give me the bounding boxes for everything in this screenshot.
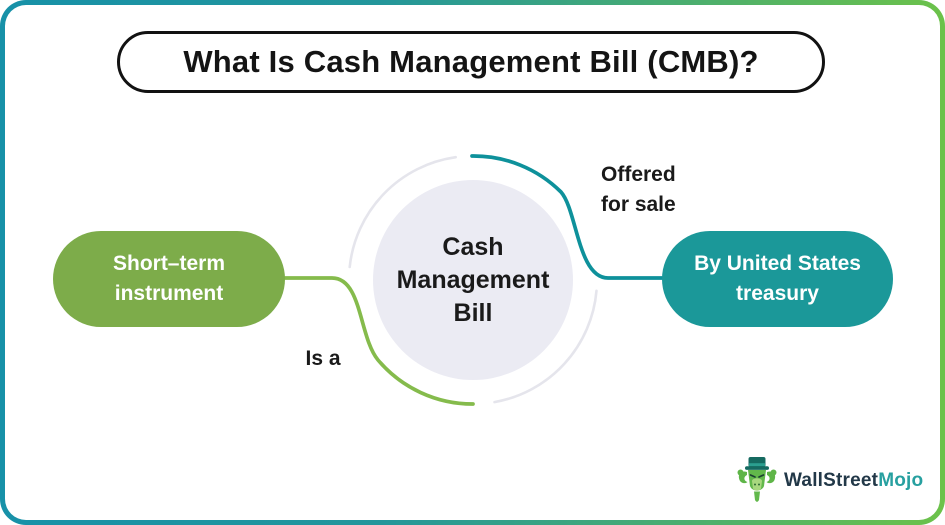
center-node-line2: Management [396, 265, 550, 294]
brand-text-mojo: Mojo [878, 470, 924, 491]
brand-wordmark: WallStreetMojo [784, 470, 923, 492]
title-box: What Is Cash Management Bill (CMB)? [117, 31, 825, 93]
left-node-short-term-instrument: Short–term instrument [53, 231, 285, 327]
teal-connector [470, 154, 664, 280]
right-node-label: By United States treasury [694, 252, 861, 305]
wallstreetmojo-logo: WallStreetMojo [736, 456, 923, 506]
page-title: What Is Cash Management Bill (CMB)? [183, 44, 759, 79]
edge-label-is-a: Is a [305, 347, 341, 370]
bull-mascot-icon [737, 457, 777, 502]
ring-arc-bottom-right [493, 289, 598, 404]
right-node-by-us-treasury: By United States treasury [662, 231, 893, 327]
center-node: Cash Management Bill [373, 180, 573, 380]
green-connector [283, 276, 475, 406]
center-node-line3: Bill [453, 298, 493, 327]
left-node-label: Short–term instrument [112, 252, 226, 305]
center-node-line1: Cash [442, 232, 504, 261]
edge-label-offered-for-sale: Offered for sale [601, 163, 676, 216]
ring-arc-top-left [348, 155, 457, 269]
brand-text-wallstreet: WallStreet [784, 470, 879, 491]
